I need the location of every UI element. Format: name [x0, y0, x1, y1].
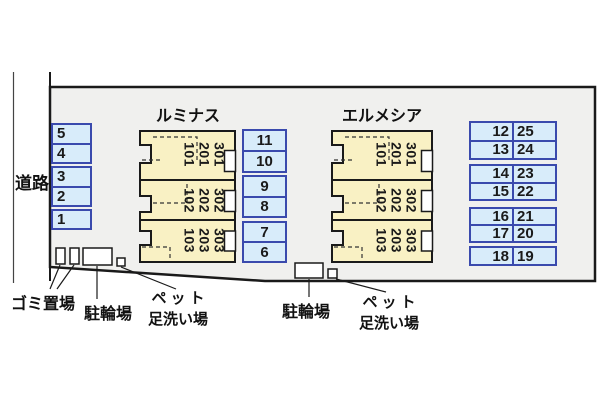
pet-wash-label-line2: 足洗い場 [147, 311, 208, 328]
pet-foot-wash-area-2 [327, 268, 338, 279]
room-number: 301 [403, 142, 420, 167]
parking-middle-group-2: 9 8 [242, 175, 287, 218]
road-label: 道路 [15, 174, 49, 193]
parking-row: 13 24 [471, 139, 555, 159]
pet-wash-label-1: ペット 足洗い場 [145, 287, 211, 329]
building-luminas-title: ルミナス [155, 108, 220, 125]
building-elmesia-title: エルメシア [341, 108, 422, 125]
building-luminas-entrance-porch-1 [223, 149, 237, 173]
luminas-unit1-room-numbers: 301 201 101 [181, 135, 228, 175]
room-number: 102 [181, 188, 198, 213]
garbage-bin-2 [69, 247, 80, 265]
building-elmesia-entrance-porch-3 [420, 230, 434, 252]
room-number: 203 [196, 228, 213, 253]
room-number: 301 [211, 142, 228, 167]
luminas-unit3-room-numbers: 303 203 103 [181, 221, 228, 261]
pet-wash-label-2: ペット 足洗い場 [356, 291, 422, 333]
parking-space-4: 4 [53, 142, 90, 163]
bicycle-parking-area-1 [82, 247, 113, 266]
parking-row: 15 22 [471, 181, 555, 200]
parking-row: 17 20 [471, 224, 555, 241]
parking-row: 18 19 [471, 248, 555, 264]
room-number: 101 [373, 142, 390, 167]
building-elmesia-entrance-porch-2 [420, 189, 434, 213]
garbage-leader-line-1 [49, 264, 61, 290]
parking-space-13: 13 [492, 141, 509, 159]
elmesia-unit1-room-numbers: 301 201 101 [373, 135, 420, 175]
parking-right-group-4: 18 19 [469, 246, 557, 266]
room-number: 201 [388, 142, 405, 167]
garbage-leader-line-2 [56, 264, 75, 290]
room-number: 302 [211, 188, 228, 213]
elmesia-unit3-room-numbers: 303 203 103 [373, 221, 420, 261]
room-number: 103 [373, 228, 390, 253]
parking-row: 14 23 [471, 166, 555, 182]
room-number: 203 [388, 228, 405, 253]
parking-left-group-1: 5 4 [51, 123, 92, 164]
elmesia-unit2-room-numbers: 302 202 102 [373, 181, 420, 221]
bicycle-parking-area-2 [294, 262, 324, 279]
parking-space-12: 12 [492, 122, 509, 140]
pet-foot-wash-area-1 [116, 257, 126, 267]
parking-space-14: 14 [492, 165, 509, 183]
parking-space-8: 8 [244, 195, 285, 217]
parking-space-19: 19 [512, 248, 555, 264]
building-luminas-interior-dashed-lines [142, 136, 198, 259]
room-number: 101 [181, 142, 198, 167]
parking-space-15: 15 [492, 182, 509, 200]
room-number: 303 [211, 228, 228, 253]
pet-wash-label-line1: ペット [151, 290, 209, 307]
parking-space-20: 20 [512, 226, 555, 241]
parking-right-group-2: 14 23 15 22 [469, 164, 557, 201]
room-number: 302 [403, 188, 420, 213]
parking-space-17: 17 [492, 225, 509, 242]
room-number: 102 [373, 188, 390, 213]
room-number: 303 [403, 228, 420, 253]
parking-space-2: 2 [53, 185, 90, 206]
room-number: 103 [181, 228, 198, 253]
parking-space-23: 23 [512, 166, 555, 182]
parking-space-21: 21 [512, 209, 555, 224]
pet-wash-label-line2: 足洗い場 [358, 315, 419, 332]
parking-right-group-3: 16 21 17 20 [469, 207, 557, 243]
room-number: 202 [196, 188, 213, 213]
pet-wash-leader-line-1 [120, 266, 177, 290]
garbage-bin-1 [55, 247, 66, 265]
parking-space-24: 24 [512, 141, 555, 158]
building-elmesia-outline [331, 130, 433, 263]
parking-middle-group-1: 11 10 [242, 129, 287, 173]
room-number: 201 [196, 142, 213, 167]
building-elmesia-interior-dashed-lines [334, 136, 390, 259]
building-luminas-entrance-porch-2 [223, 189, 237, 213]
luminas-unit2-room-numbers: 302 202 102 [181, 181, 228, 221]
parking-middle-group-3: 7 6 [242, 221, 287, 263]
parking-left-group-3: 1 [51, 209, 92, 230]
parking-left-group-2: 3 2 [51, 166, 92, 207]
parking-space-16: 16 [492, 208, 509, 225]
garbage-area-label: ゴミ置場 [11, 296, 76, 313]
parking-space-10: 10 [244, 150, 285, 171]
parking-space-22: 22 [512, 183, 555, 199]
parking-space-9: 9 [260, 177, 269, 195]
parking-space-18: 18 [492, 247, 509, 265]
pet-wash-leader-line-2 [335, 278, 387, 293]
building-luminas-entrance-porch-3 [223, 230, 237, 252]
room-number: 202 [388, 188, 405, 213]
parking-space-11: 11 [256, 132, 273, 149]
parking-space-6: 6 [244, 241, 285, 261]
parking-space-1: 1 [57, 211, 66, 228]
pet-wash-label-line1: ペット [362, 294, 420, 311]
parking-row: 12 25 [471, 123, 555, 140]
parking-space-7: 7 [260, 223, 269, 241]
bicycle-parking-label-2: 駐輪場 [282, 304, 331, 321]
parking-space-5: 5 [57, 125, 66, 143]
building-luminas-outline [139, 130, 236, 263]
bicycle-parking-label-1: 駐輪場 [84, 306, 133, 323]
parking-row: 16 21 [471, 209, 555, 224]
building-elmesia-entrance-porch-1 [420, 149, 434, 173]
parking-right-group-1: 12 25 13 24 [469, 121, 557, 160]
parking-space-25: 25 [512, 123, 555, 140]
parking-space-3: 3 [57, 168, 66, 186]
